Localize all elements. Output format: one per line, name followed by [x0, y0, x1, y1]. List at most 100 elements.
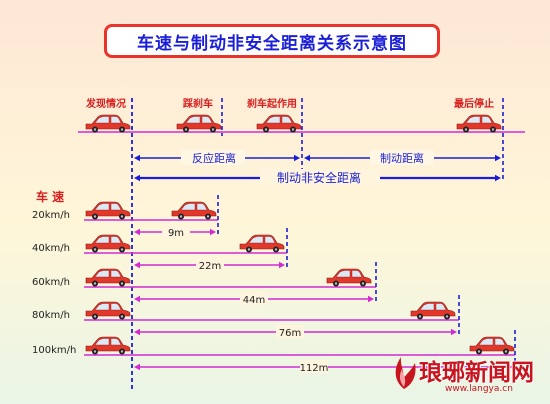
row-dist-label-bg-1	[196, 258, 224, 271]
row-dist-head-left-3	[134, 328, 140, 336]
braking-arrow-head-left	[304, 154, 310, 162]
stage-car-0-window-rear	[110, 116, 122, 124]
row-dist-head-left-0	[134, 228, 140, 236]
row-dist-head-right-3	[451, 328, 457, 336]
stage-car-2-hub-rear	[291, 128, 295, 131]
total-arrow-head-left	[134, 174, 140, 182]
row-dist-head-right-2	[368, 295, 374, 303]
row-car-start-1-hub-rear	[120, 248, 124, 251]
total-label: 制动非安全距离	[277, 170, 361, 185]
watermark: 琅琊新闻网 www.langya.cn	[389, 351, 544, 399]
stage-car-0-hub-front	[93, 128, 97, 131]
row-car-end-2-hub-front	[334, 282, 338, 285]
row-car-end-2-hub-rear	[361, 282, 365, 285]
row-car-start-4-hub-front	[93, 350, 97, 353]
speed-header: 车 速	[36, 189, 64, 204]
total-arrow-head-right	[495, 174, 501, 182]
row-car-start-4-window-front	[94, 338, 110, 346]
row-car-start-3-hub-front	[93, 315, 97, 318]
row-car-end-1-hub-rear	[274, 248, 278, 251]
row-car-start-1-window-front	[94, 236, 110, 244]
braking-arrow-head-right	[495, 154, 501, 162]
row-car-start-1	[85, 234, 131, 253]
row-car-end-4-hub-rear	[504, 350, 508, 353]
speed-label-4: 100km/h	[32, 345, 76, 356]
stage-car-3-hub-front	[464, 128, 468, 131]
row-dist-label-2: 44m	[243, 295, 265, 306]
row-dist-head-left-2	[134, 295, 140, 303]
speed-label-1: 40km/h	[32, 243, 70, 254]
row-car-start-2	[85, 268, 131, 287]
stage-car-1-window-rear	[201, 116, 213, 124]
stage-car-3-window-front	[465, 116, 481, 124]
total-label-bg	[260, 169, 380, 185]
row-car-start-0-window-front	[94, 203, 110, 211]
row-car-start-4-window-rear	[110, 338, 122, 346]
stage-car-2-window-front	[265, 116, 281, 124]
stage-car-1-hub-front	[184, 128, 188, 131]
row-car-end-4	[469, 336, 515, 355]
stage-car-0-window-front	[94, 116, 110, 124]
stage-car-1-window-front	[185, 116, 201, 124]
row-car-start-2-window-front	[94, 270, 110, 278]
row-car-end-2-window-rear	[351, 270, 363, 278]
row-car-start-2-hub-rear	[120, 282, 124, 285]
stage-car-0-hub-rear	[120, 128, 124, 131]
row-car-end-2-window-front	[335, 270, 351, 278]
stage-car-1	[176, 114, 222, 133]
stage-car-2	[256, 114, 302, 133]
row-car-end-3	[410, 301, 456, 320]
row-car-end-0	[171, 201, 217, 220]
braking-label-bg	[370, 150, 434, 165]
row-dist-head-left-4	[134, 363, 140, 371]
row-dist-label-bg-2	[240, 292, 268, 305]
row-dist-label-3: 76m	[279, 328, 301, 339]
reaction-label-bg	[181, 150, 245, 165]
row-car-start-3	[85, 301, 131, 320]
braking-label: 制动距离	[380, 151, 424, 165]
row-car-end-4-window-rear	[494, 338, 506, 346]
row-dist-label-1: 22m	[199, 261, 221, 272]
reaction-arrow-head-left	[134, 154, 140, 162]
stage-car-2-hub-front	[264, 128, 268, 131]
row-dist-head-right-4	[507, 363, 513, 371]
title-box: 车速与制动非安全距离关系示意图	[104, 24, 440, 58]
row-dist-label-bg-0	[162, 225, 190, 238]
row-car-end-1-window-front	[248, 236, 264, 244]
row-car-end-0-hub-front	[179, 215, 183, 218]
row-car-end-4-hub-front	[477, 350, 481, 353]
row-dist-head-right-0	[210, 228, 216, 236]
row-car-start-2-window-rear	[110, 270, 122, 278]
row-dist-label-0: 9m	[168, 228, 184, 239]
stage-label-3: 最后停止	[454, 97, 494, 110]
stage-car-1-hub-rear	[211, 128, 215, 131]
watermark-url: www.langya.cn	[445, 384, 513, 394]
stage-car-3	[456, 114, 502, 133]
row-car-start-2-hub-front	[93, 282, 97, 285]
row-dist-label-4: 112m	[300, 363, 329, 374]
row-car-start-4	[85, 336, 131, 355]
row-car-start-1-window-rear	[110, 236, 122, 244]
row-car-end-1	[239, 234, 285, 253]
row-car-start-0-hub-rear	[120, 215, 124, 218]
stage-car-0	[85, 114, 131, 133]
row-car-start-3-window-front	[94, 303, 110, 311]
stage-car-3-hub-rear	[491, 128, 495, 131]
watermark-logo-icon	[395, 357, 416, 389]
row-car-end-3-hub-front	[418, 315, 422, 318]
row-dist-label-bg-3	[276, 325, 304, 338]
row-car-start-0-window-rear	[110, 203, 122, 211]
reaction-label: 反应距离	[192, 151, 236, 165]
row-dist-label-bg-4	[300, 360, 328, 373]
row-car-start-0	[85, 201, 131, 220]
diagram-title: 车速与制动非安全距离关系示意图	[137, 33, 407, 54]
speed-label-0: 20km/h	[32, 210, 70, 221]
row-car-end-2	[326, 268, 372, 287]
row-car-end-0-window-rear	[196, 203, 208, 211]
stage-label-1: 踩刹车	[183, 97, 213, 110]
row-car-end-1-hub-front	[247, 248, 251, 251]
row-car-start-0-hub-front	[93, 215, 97, 218]
row-car-start-3-window-rear	[110, 303, 122, 311]
watermark-text: 琅琊新闻网	[419, 360, 534, 386]
